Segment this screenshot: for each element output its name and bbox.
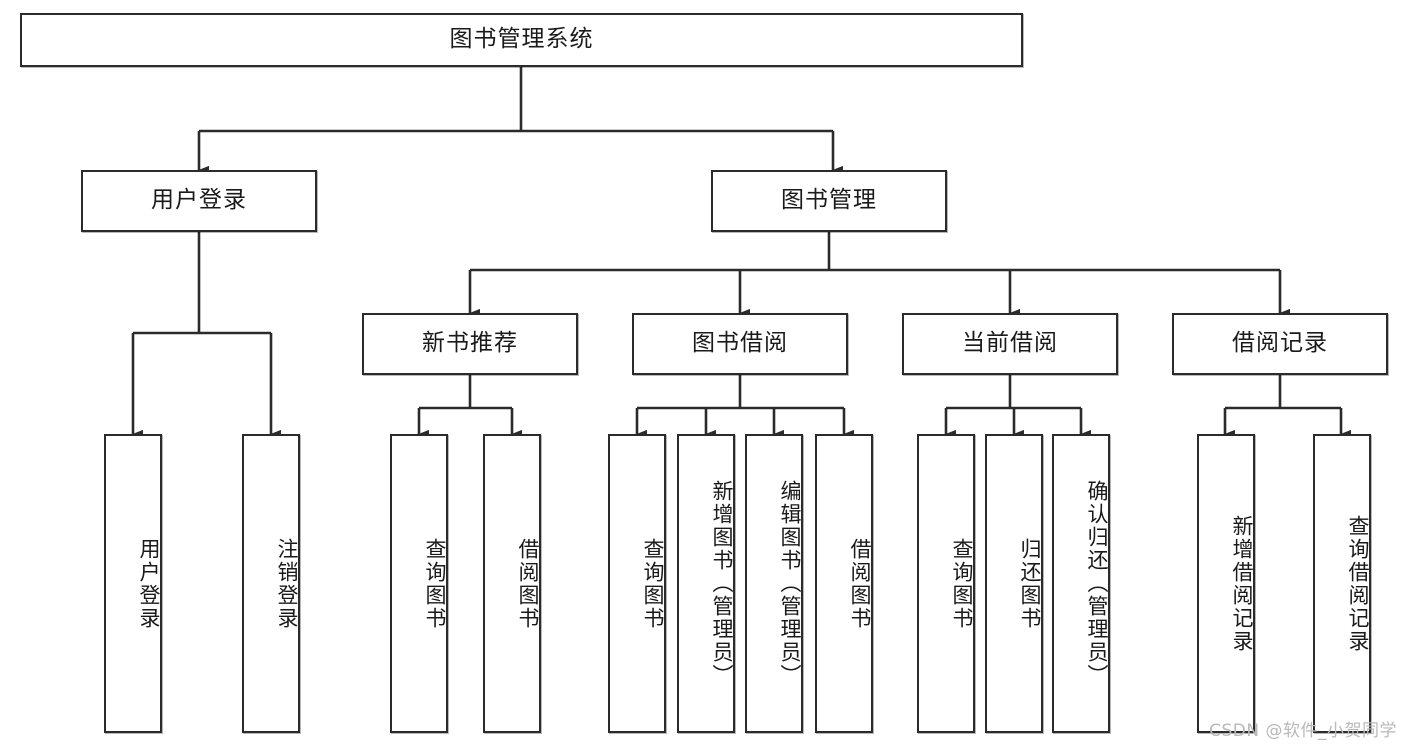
node-borrow-record[interactable]: 借阅记录	[1172, 313, 1388, 375]
node-user-login[interactable]: 用户登录	[81, 170, 317, 232]
node-label: 用户登录	[137, 537, 161, 630]
leaf-user-login-login[interactable]: 用户登录	[104, 434, 162, 733]
node-label: 图书管理系统	[449, 26, 594, 53]
node-label: 图书借阅	[692, 330, 788, 357]
leaf-borrow-record-query-record[interactable]: 查询借阅记录	[1313, 434, 1371, 733]
csdn-watermark: CSDN @软件_小贺同学	[1209, 721, 1397, 741]
leaf-current-borrow-confirm-return-admin[interactable]: 确认归还（管理员）	[1052, 434, 1110, 733]
leaf-user-login-logout[interactable]: 注销登录	[242, 434, 300, 733]
node-label: 编辑图书（管理员）	[778, 480, 802, 687]
node-label: 新增借阅记录	[1230, 514, 1254, 653]
node-new-book-recommend[interactable]: 新书推荐	[362, 313, 578, 375]
node-label: 确认归还（管理员）	[1085, 480, 1109, 687]
node-label: 借阅记录	[1232, 330, 1328, 357]
leaf-book-borrow-edit-book-admin[interactable]: 编辑图书（管理员）	[745, 434, 803, 733]
node-label: 当前借阅	[962, 330, 1058, 357]
node-label: 借阅图书	[516, 537, 540, 630]
node-label: 新增图书（管理员）	[710, 480, 734, 687]
node-label: 查询图书	[641, 537, 665, 630]
node-label: 查询图书	[950, 537, 974, 630]
node-book-borrow[interactable]: 图书借阅	[632, 313, 848, 375]
node-label: 注销登录	[275, 537, 299, 630]
node-root-book-management-system[interactable]: 图书管理系统	[20, 13, 1023, 67]
node-current-borrow[interactable]: 当前借阅	[902, 313, 1118, 375]
node-book-management[interactable]: 图书管理	[711, 170, 947, 232]
node-label: 归还图书	[1018, 537, 1042, 630]
leaf-new-book-borrow-book[interactable]: 借阅图书	[483, 434, 541, 733]
leaf-book-borrow-borrow-book[interactable]: 借阅图书	[815, 434, 873, 733]
leaf-book-borrow-add-book-admin[interactable]: 新增图书（管理员）	[677, 434, 735, 733]
node-label: 用户登录	[151, 187, 247, 214]
node-label: 图书管理	[781, 187, 877, 214]
leaf-current-borrow-query-book[interactable]: 查询图书	[917, 434, 975, 733]
leaf-book-borrow-query-book[interactable]: 查询图书	[608, 434, 666, 733]
leaf-borrow-record-add-record[interactable]: 新增借阅记录	[1197, 434, 1255, 733]
leaf-current-borrow-return-book[interactable]: 归还图书	[985, 434, 1043, 733]
node-label: 新书推荐	[422, 330, 518, 357]
node-label: 查询图书	[423, 537, 447, 630]
node-label: 查询借阅记录	[1346, 514, 1370, 653]
leaf-new-book-query-book[interactable]: 查询图书	[390, 434, 448, 733]
node-label: 借阅图书	[848, 537, 872, 630]
